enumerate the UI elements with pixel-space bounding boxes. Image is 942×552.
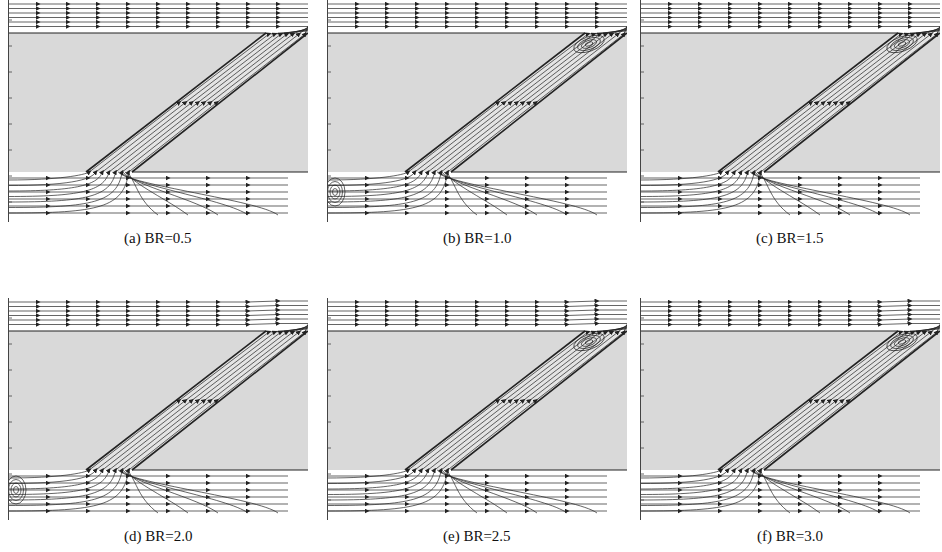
vortex [898,41,907,47]
vortex [8,476,26,504]
wall-line [327,32,585,33]
fluid-region [327,0,627,222]
wall-line [764,171,940,172]
vortex [580,336,597,348]
solid-plate [640,33,940,172]
solid-plate [8,33,308,172]
wall-line [132,33,308,172]
vortex [893,38,910,50]
film-hole [405,33,627,172]
wall-line [405,331,585,470]
wall-line [327,330,585,331]
streamlines [8,4,308,215]
film-hole [718,331,940,470]
panel-caption: (d) BR=2.0 [122,528,194,545]
frame-line [327,0,328,222]
streamline-plot [640,298,940,520]
fluid-region [8,298,308,520]
wall-line [451,33,627,172]
fluid-region [8,0,308,222]
streamlines [327,301,627,513]
wall-line [640,330,898,331]
film-hole [718,33,940,172]
frame-line [8,298,9,520]
wall-line [86,331,266,470]
wall-line [718,33,898,172]
panel-caption: (b) BR=1.0 [441,230,513,247]
fluid-region [640,0,940,222]
solid-plate [8,331,308,470]
wall-line [132,469,308,470]
streamline-plot [8,0,308,222]
panel-caption: (c) BR=1.5 [754,230,826,247]
wall-line [764,469,940,470]
solid-plate [327,33,627,172]
wall-line [451,171,627,172]
streamlines [327,4,627,215]
wall-line [718,331,898,470]
wall-line [132,171,308,172]
vortex [9,480,24,501]
streamline-plot [8,298,308,520]
wall-line [451,469,627,470]
streamline-plot [327,298,627,520]
frame-line [640,298,641,520]
panel-caption: (f) BR=3.0 [755,528,825,545]
streamlines [640,4,940,215]
frame-line [327,298,328,520]
frame-line [8,0,9,222]
wall-line [132,331,308,470]
wall-line [8,32,266,33]
wall-line [86,33,266,172]
streamline-plot [327,0,627,222]
vortex [893,336,910,348]
wall-line [640,32,898,33]
panel-caption: (a) BR=0.5 [122,230,194,247]
fluid-region [327,298,627,520]
vortex [327,178,345,206]
streamline-plot [640,0,940,222]
vortex [328,182,343,203]
vortex [580,38,597,50]
vortex [585,339,594,345]
vortex [333,189,338,196]
wall-line [764,331,940,470]
solid-plate [327,331,627,470]
vortex [585,41,594,47]
frame-line [640,0,641,222]
wall-line [405,33,585,172]
wall-line [764,33,940,172]
streamlines [640,301,940,513]
vortex [11,483,21,497]
vortex [14,487,19,494]
vortex [330,185,340,199]
fluid-region [640,298,940,520]
wall-line [8,330,266,331]
film-hole [405,331,627,470]
solid-plate [640,331,940,470]
wall-line [451,331,627,470]
film-hole [86,331,308,470]
streamlines [8,301,308,513]
panel-caption: (e) BR=2.5 [441,528,513,545]
vortex [898,339,907,345]
film-hole [86,33,308,172]
